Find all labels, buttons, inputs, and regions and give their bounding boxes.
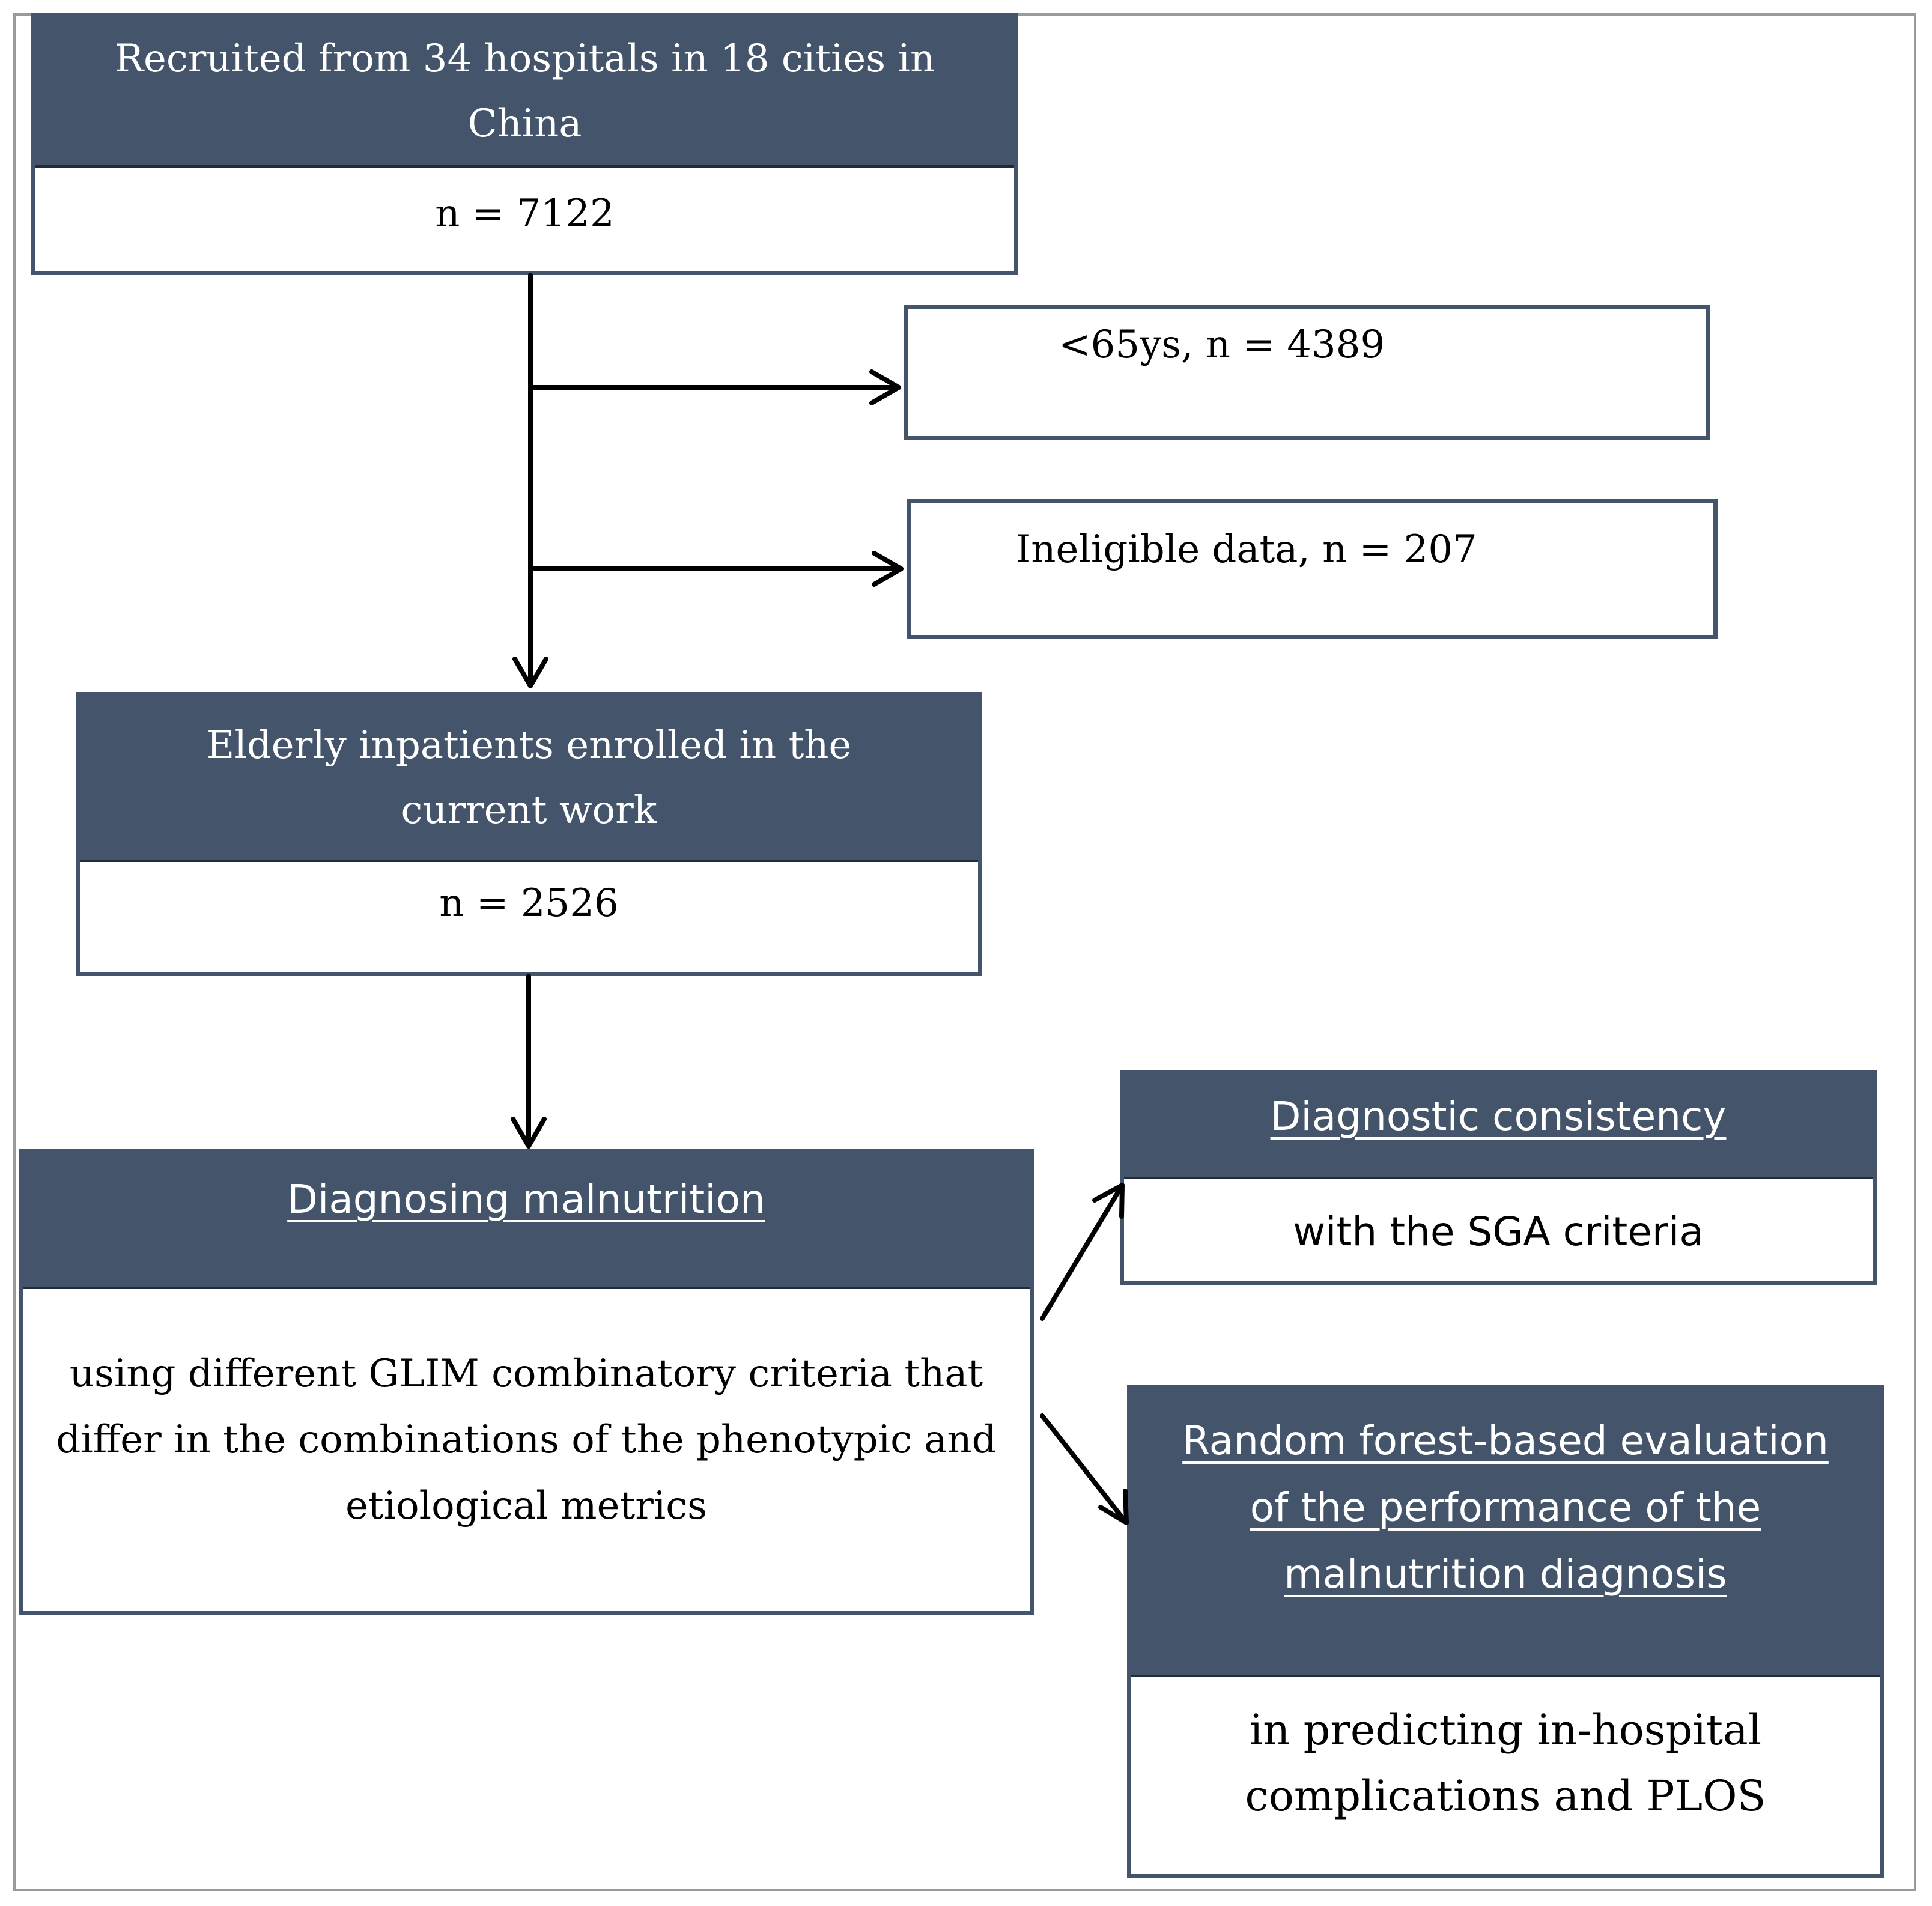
excluded-age-text: <65ys, n = 4389 [1059,323,1385,367]
to-consistency-arrowhead [1092,1183,1125,1219]
main-trunk-arrowhead [512,657,548,688]
diagnosing-header: Diagnosing malnutrition [23,1153,1030,1289]
recruited-count: n = 7122 [435,192,615,236]
to-consistency-line [1040,1183,1125,1321]
random-forest-box: Random forest-based evaluation of the pe… [1127,1385,1884,1878]
to-random-forest-line [1040,1413,1129,1525]
enrolled-to-diagnosing-arrowhead [511,1117,547,1149]
diagnosing-body: using different GLIM combinatory criteri… [56,1352,997,1528]
recruited-header: Recruited from 34 hospitals in 18 cities… [35,17,1014,168]
excluded-ineligible-text: Ineligible data, n = 207 [1016,527,1477,572]
diagnosing-box: Diagnosing malnutrition using different … [19,1149,1034,1615]
branch-arrowhead-age [869,369,901,405]
enrolled-header-text: Elderly inpatients enrolled in the curre… [206,723,852,833]
diagnosing-header-text: Diagnosing malnutrition [287,1176,765,1222]
consistency-header-text: Diagnostic consistency [1270,1093,1727,1140]
random-forest-body: in predicting in-hospital complications … [1245,1705,1766,1821]
random-forest-header: Random forest-based evaluation of the pe… [1131,1389,1880,1677]
enrolled-header: Elderly inpatients enrolled in the curre… [80,696,978,862]
random-forest-header-text: Random forest-based evaluation of the pe… [1182,1418,1829,1597]
enrolled-box: Elderly inpatients enrolled in the curre… [76,692,982,976]
recruited-box: Recruited from 34 hospitals in 18 cities… [31,13,1018,275]
to-random-forest-arrowhead [1098,1489,1129,1525]
recruited-header-text: Recruited from 34 hospitals in 18 cities… [114,37,935,146]
consistency-header: Diagnostic consistency [1124,1074,1873,1179]
excluded-ineligible-box: Ineligible data, n = 207 [907,499,1718,639]
enrolled-count: n = 2526 [439,881,619,926]
excluded-age-box: <65ys, n = 4389 [904,305,1710,440]
consistency-box: Diagnostic consistency with the SGA crit… [1120,1070,1877,1285]
consistency-body: with the SGA criteria [1293,1209,1704,1255]
branch-arrowhead-ineligible [872,551,904,587]
